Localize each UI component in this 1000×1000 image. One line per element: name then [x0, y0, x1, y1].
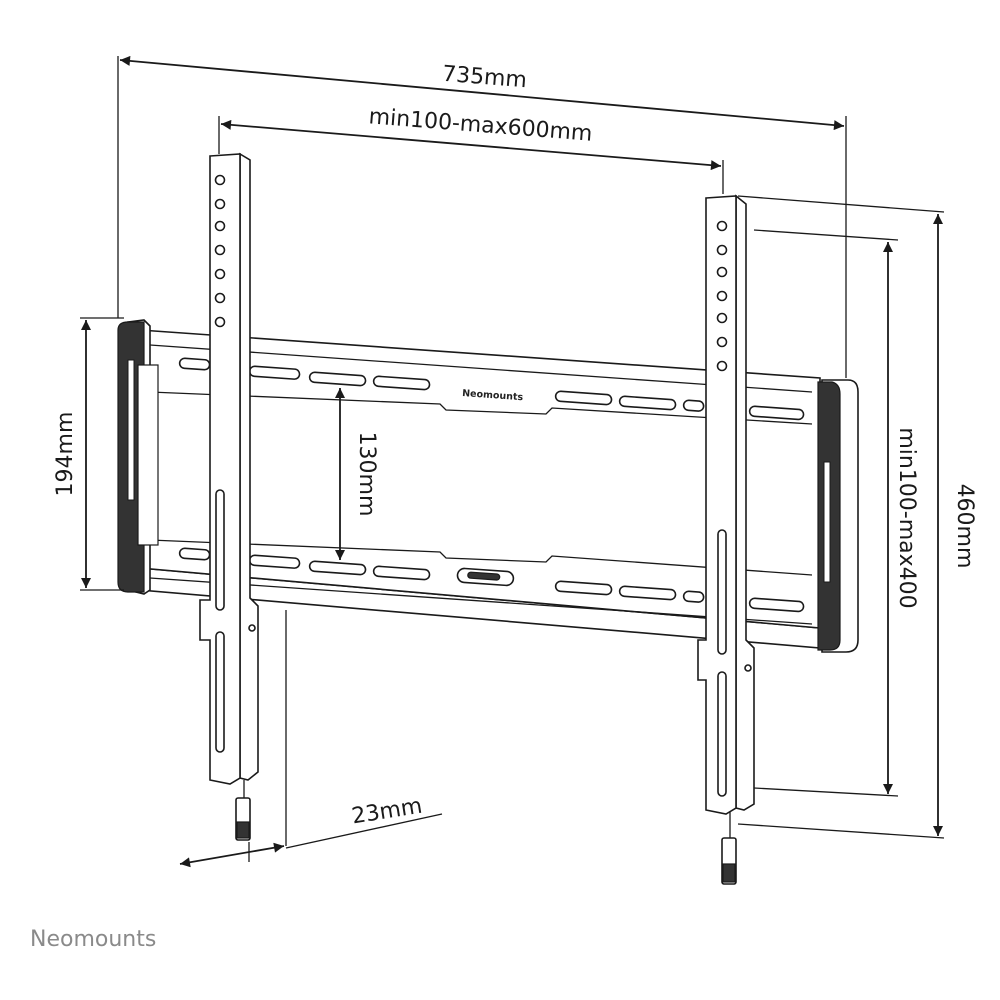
- dimension-plate-height: 194mm: [53, 317, 124, 591]
- svg-text:194mm: 194mm: [53, 412, 78, 497]
- dimension-vesa-vertical: min100-max400: [753, 229, 919, 797]
- svg-text:735mm: 735mm: [441, 62, 528, 94]
- svg-text:23mm: 23mm: [350, 794, 424, 830]
- svg-text:460mm: 460mm: [952, 484, 977, 569]
- brand-logo: Neomounts: [30, 927, 156, 952]
- top-rail-slots: [178, 357, 805, 421]
- right-vertical-bracket: [697, 194, 755, 885]
- svg-text:min100-max600mm: min100-max600mm: [368, 104, 593, 147]
- dimension-overall-height: 460mm: [737, 195, 977, 839]
- bottom-rail-slots: [178, 547, 805, 613]
- dimension-overall-width: 735mm: [117, 55, 847, 378]
- wall-plate: Neomounts: [117, 319, 859, 653]
- svg-text:130mm: 130mm: [354, 432, 379, 517]
- left-end-cap: [117, 319, 159, 595]
- left-vertical-bracket: [199, 152, 259, 841]
- plate-logo: Neomounts: [462, 388, 524, 403]
- dimension-rail-spacing: 130mm: [335, 388, 379, 560]
- left-bracket-holes: [214, 174, 226, 328]
- svg-text:min100-max400: min100-max400: [894, 427, 919, 608]
- right-bracket-holes: [716, 220, 728, 372]
- dimension-vesa-horizontal: min100-max600mm: [218, 104, 724, 194]
- right-end-cap: [817, 379, 859, 653]
